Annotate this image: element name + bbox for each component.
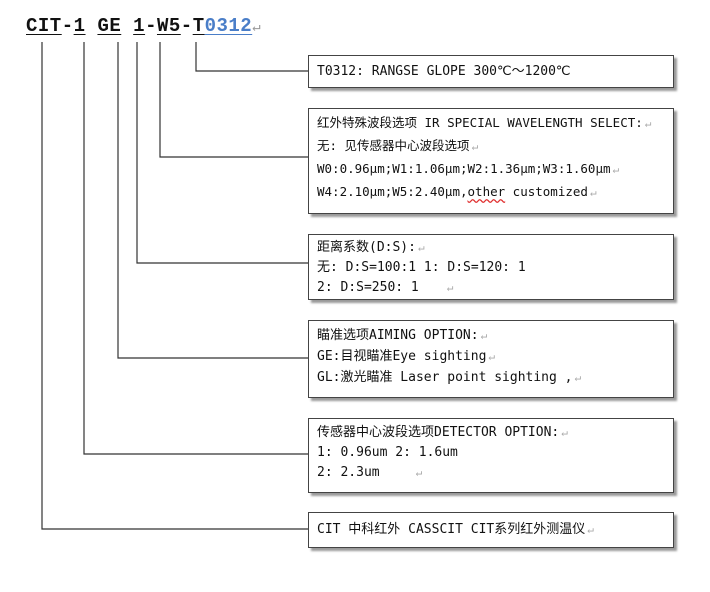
code-dash: -	[145, 15, 157, 37]
paragraph-mark-icon: ↵	[612, 163, 620, 176]
wavelength-box: 红外特殊波段选项 IR SPECIAL WAVELENGTH SELECT:↵ …	[308, 108, 674, 214]
distance-options-1: 无: D:S=100:1 1: D:S=120: 1	[317, 260, 526, 275]
wavelength-options-1: W0:0.96μm;W1:1.06μm;W2:1.36μm;W3:1.60μm	[317, 161, 611, 176]
distance-options-2: 2: D:S=250: 1	[317, 280, 419, 295]
series-box: CIT 中科红外 CASSCIT CIT系列红外测温仪↵	[308, 512, 674, 548]
distance-heading: 距离系数(D:S):	[317, 240, 416, 255]
temp-range-box: T0312: RANGSE GLOPE 300℃～1200℃	[308, 55, 674, 88]
connector-wavelength	[159, 42, 308, 158]
aiming-option-gl: GL:激光瞄准 Laser point sighting ,	[317, 370, 573, 385]
paragraph-mark-icon: ↵	[589, 186, 597, 199]
paragraph-mark-icon: ↵	[417, 241, 425, 254]
code-dash: -	[180, 15, 193, 37]
distance-box: 距离系数(D:S):↵ 无: D:S=100:1 1: D:S=120: 1 2…	[308, 234, 674, 300]
connector-distance	[136, 42, 308, 264]
wavelength-options-3: customized	[505, 184, 588, 199]
detector-box: 传感器中心波段选项DETECTOR OPTION:↵ 1: 0.96um 2: …	[308, 418, 674, 493]
code-wavelength: W5	[156, 15, 181, 37]
code-aiming: GE	[97, 15, 122, 37]
wavelength-heading: 红外特殊波段选项 IR SPECIAL WAVELENGTH SELECT:	[317, 115, 643, 130]
aiming-box: 瞄准选项AIMING OPTION:↵ GE:目视瞄准Eye sighting↵…	[308, 320, 674, 398]
connector-aiming	[117, 42, 308, 359]
connector-detector	[83, 42, 308, 455]
detector-heading: 传感器中心波段选项DETECTOR OPTION:	[317, 425, 560, 440]
code-temp-range: 0312	[204, 15, 253, 37]
code-detector: 1	[73, 15, 86, 37]
paragraph-mark-icon: ↵	[446, 281, 454, 294]
paragraph-mark-icon: ↵	[587, 523, 594, 536]
code-cit: CIT	[26, 15, 62, 37]
paragraph-mark-icon: ↵	[252, 20, 262, 36]
wavelength-default: 无: 见传感器中心波段选项	[317, 138, 470, 153]
aiming-heading: 瞄准选项AIMING OPTION:	[317, 328, 479, 343]
aiming-option-ge: GE:目视瞄准Eye sighting	[317, 349, 487, 364]
paragraph-mark-icon: ↵	[488, 350, 496, 363]
paragraph-mark-icon: ↵	[561, 426, 568, 439]
code-distance: 1	[133, 15, 146, 37]
paragraph-mark-icon: ↵	[644, 117, 652, 130]
paragraph-mark-icon: ↵	[471, 140, 479, 153]
paragraph-mark-icon: ↵	[574, 371, 582, 384]
connector-temp	[195, 42, 308, 72]
model-code: CIT-1 GE 1-W5-T0312↵	[26, 14, 261, 40]
series-text: CIT 中科红外 CASSCIT CIT系列红外测温仪	[317, 522, 586, 537]
connector-series	[41, 42, 308, 530]
code-temp-prefix: T	[192, 15, 205, 37]
detector-options-2: 2: 2.3um	[317, 465, 380, 480]
paragraph-mark-icon: ↵	[480, 329, 488, 342]
code-dash: -	[61, 15, 74, 37]
detector-options-1: 1: 0.96um 2: 1.6um	[317, 445, 458, 460]
spellcheck-word: other	[467, 184, 506, 199]
wavelength-options-2: W4:2.10μm;W5:2.40μm,	[317, 184, 468, 199]
temp-range-text: T0312: RANGSE GLOPE 300℃～1200℃	[317, 64, 571, 79]
paragraph-mark-icon: ↵	[415, 466, 423, 479]
